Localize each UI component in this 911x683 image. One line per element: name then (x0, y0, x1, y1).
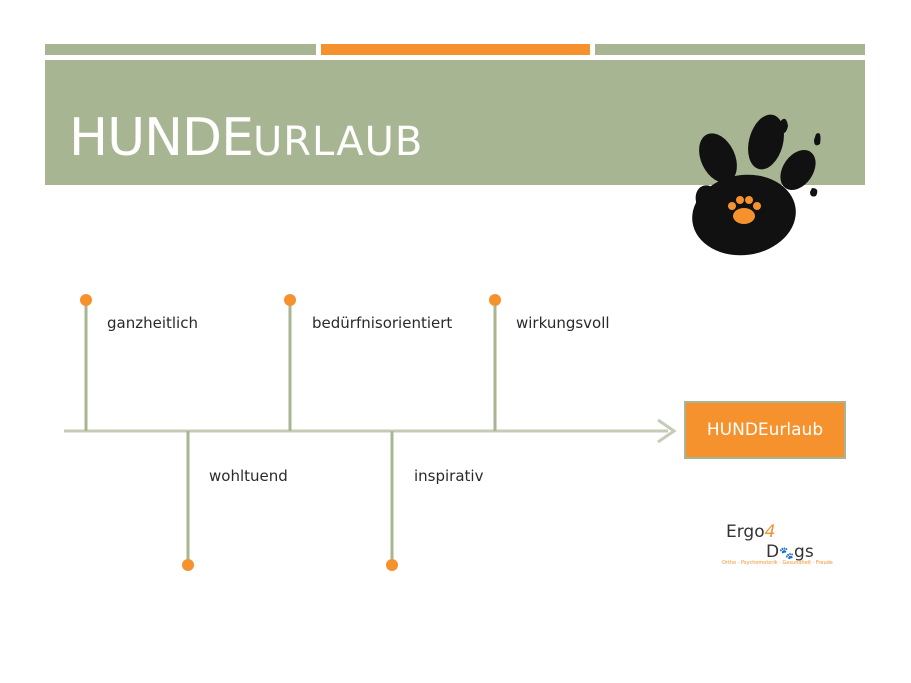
label-wirkungsvoll: wirkungsvoll (516, 314, 610, 332)
label-beduerfnisorientiert: bedürfnisorientiert (312, 314, 453, 332)
milestone-dot (80, 294, 92, 306)
label-inspirativ: inspirativ (414, 467, 484, 485)
logo-word-ergo: Ergo (726, 522, 765, 542)
label-wohltuend: wohltuend (209, 467, 288, 485)
page-title: HUNDEURLAUB (69, 112, 423, 164)
logo-word-end: gs (794, 542, 814, 562)
logo-number: 4 (764, 522, 776, 542)
paw-icon (692, 114, 821, 256)
logo-tagline: Ortho · Psychomotorik · Gesundheit · Fre… (722, 560, 833, 566)
title-small: URLAUB (252, 119, 424, 165)
top-bar-middle (321, 44, 590, 55)
title-big: HUNDE (69, 108, 254, 168)
milestone-dot (284, 294, 296, 306)
milestone-dot (386, 559, 398, 571)
milestone-dot (182, 559, 194, 571)
logo-paw-icon: 🐾 (779, 546, 795, 560)
top-bar-right (595, 44, 865, 55)
label-ganzheitlich: ganzheitlich (107, 314, 198, 332)
top-bar-left (45, 44, 316, 55)
logo-letter-d: D (766, 542, 780, 562)
timeline-arrowhead (657, 418, 677, 444)
milestone-dot (489, 294, 501, 306)
timeline-end-box: HUNDEurlaub (684, 401, 846, 459)
end-box-label: HUNDEurlaub (706, 420, 824, 440)
